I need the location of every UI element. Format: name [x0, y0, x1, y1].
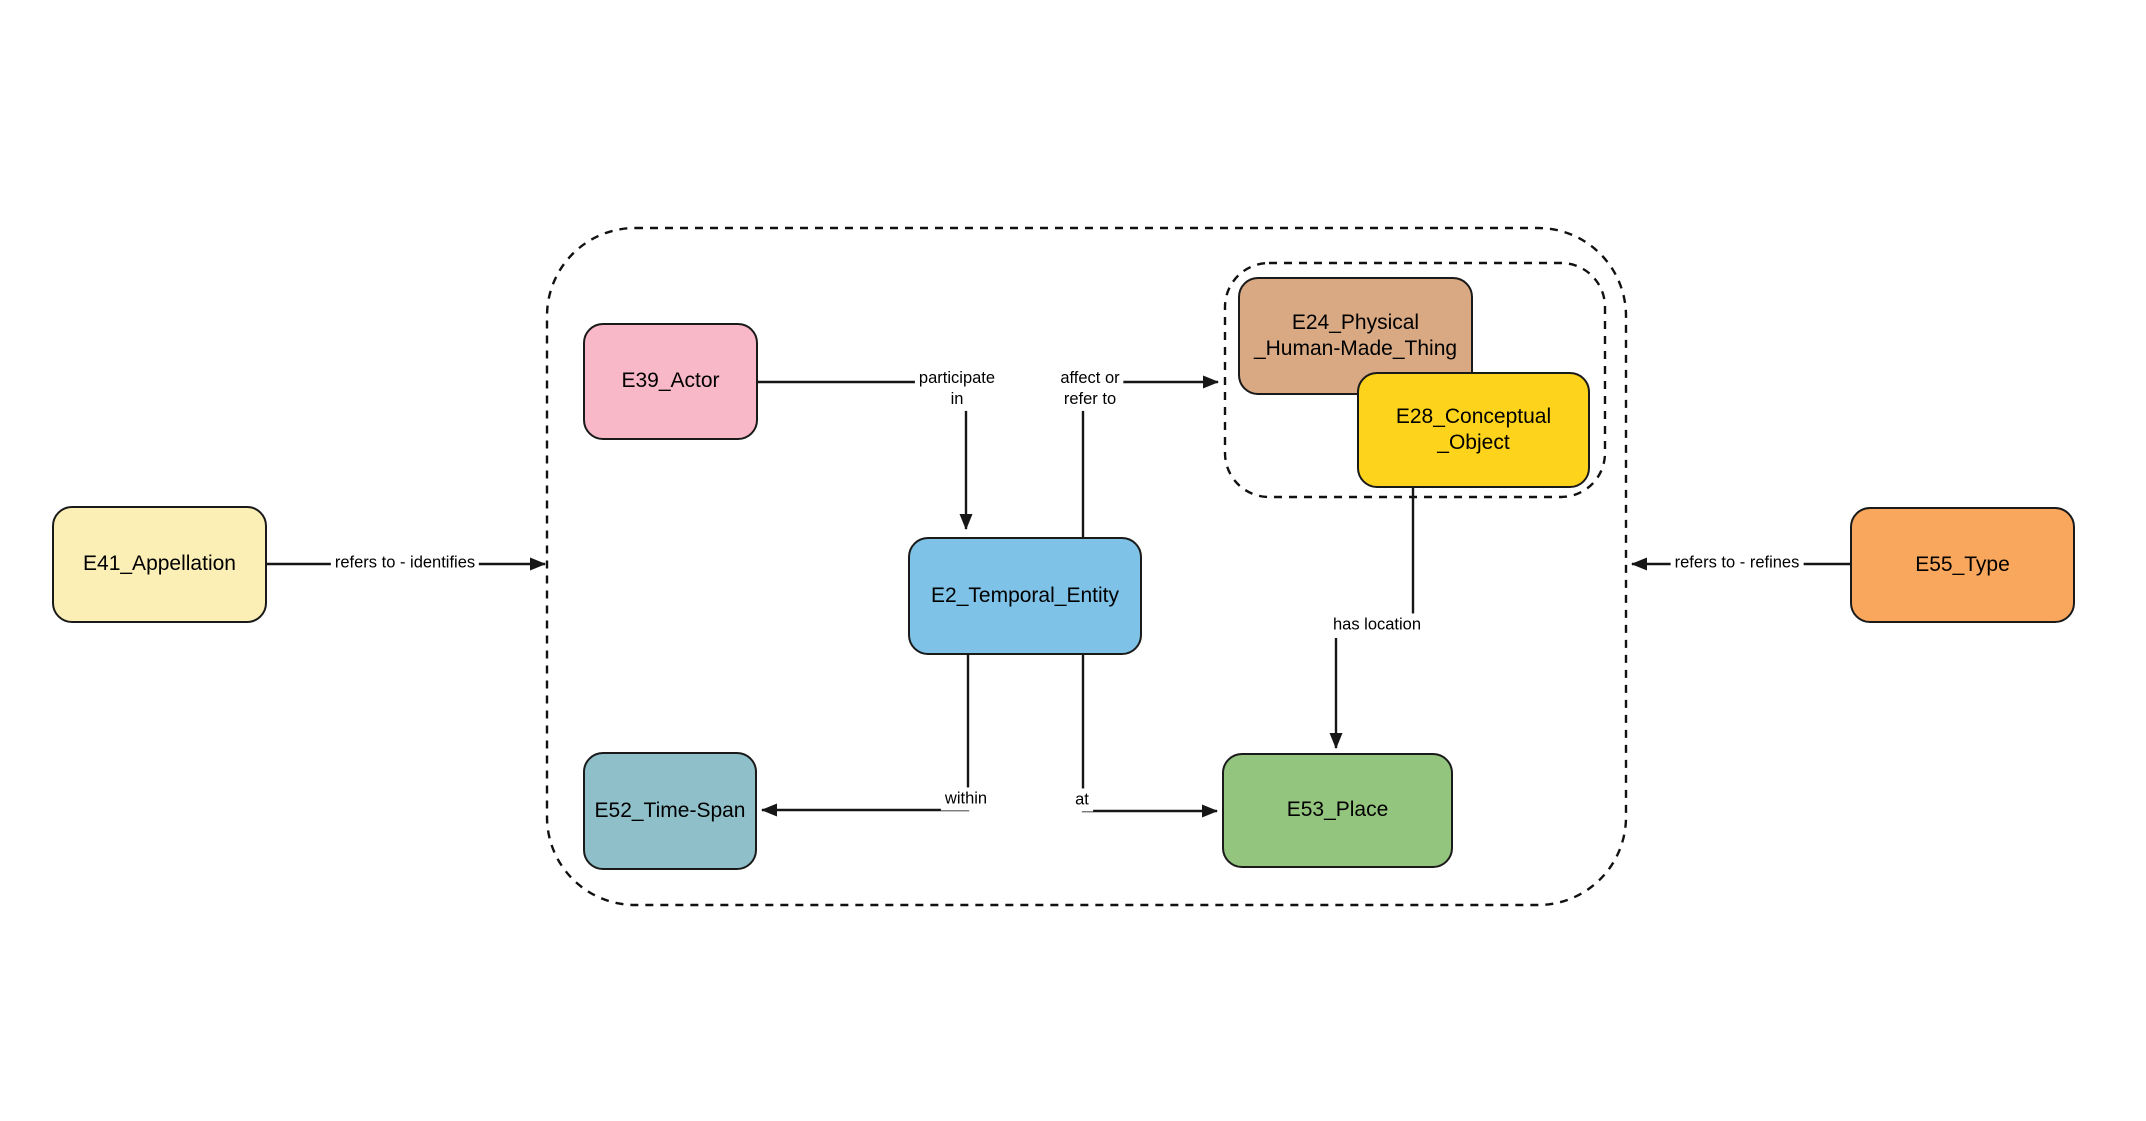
edge-label-participate-in: participate in	[914, 366, 1000, 412]
edge-label-refers-to-refines: refers to - refines	[1670, 551, 1804, 575]
node-label-e41-appellation: E41_Appellation	[83, 552, 236, 576]
node-label-e28-conceptual-object: E28_Conceptual _Object	[1395, 404, 1552, 454]
node-label-e52-time-span: E52_Time-Span	[594, 798, 746, 822]
node-label-e39-actor: E39_Actor	[621, 369, 720, 393]
edge-within	[761, 655, 970, 817]
edge-label-refers-to-identifies: refers to - identifies	[330, 551, 480, 575]
node-e55-type: E55_Type	[1850, 507, 2075, 623]
node-label-e53-place: E53_Place	[1286, 798, 1389, 822]
node-label-e2-temporal-entity: E2_Temporal_Entity	[931, 583, 1119, 607]
edge-label-at: at	[1071, 788, 1093, 812]
node-e39-actor: E39_Actor	[583, 323, 758, 440]
node-e52-time-span: E52_Time-Span	[583, 752, 757, 870]
node-label-e24-physical-human-made-thing: E24_Physical _Human-Made_Thing	[1253, 310, 1458, 360]
edge-label-has-location: has location	[1328, 613, 1426, 637]
edge-at	[1081, 655, 1218, 818]
node-e2-temporal-entity: E2_Temporal_Entity	[908, 537, 1142, 655]
node-e53-place: E53_Place	[1222, 753, 1453, 868]
inner-group-boundary	[1223, 261, 1607, 499]
outer-group-boundary	[545, 226, 1628, 907]
edge-label-within: within	[940, 787, 992, 811]
node-label-e55-type: E55_Type	[1915, 552, 2010, 576]
node-e41-appellation: E41_Appellation	[52, 506, 267, 623]
edge-label-affect-or-refer-to: affect or refer to	[1056, 366, 1124, 412]
node-e28-conceptual-object: E28_Conceptual _Object	[1357, 372, 1590, 488]
